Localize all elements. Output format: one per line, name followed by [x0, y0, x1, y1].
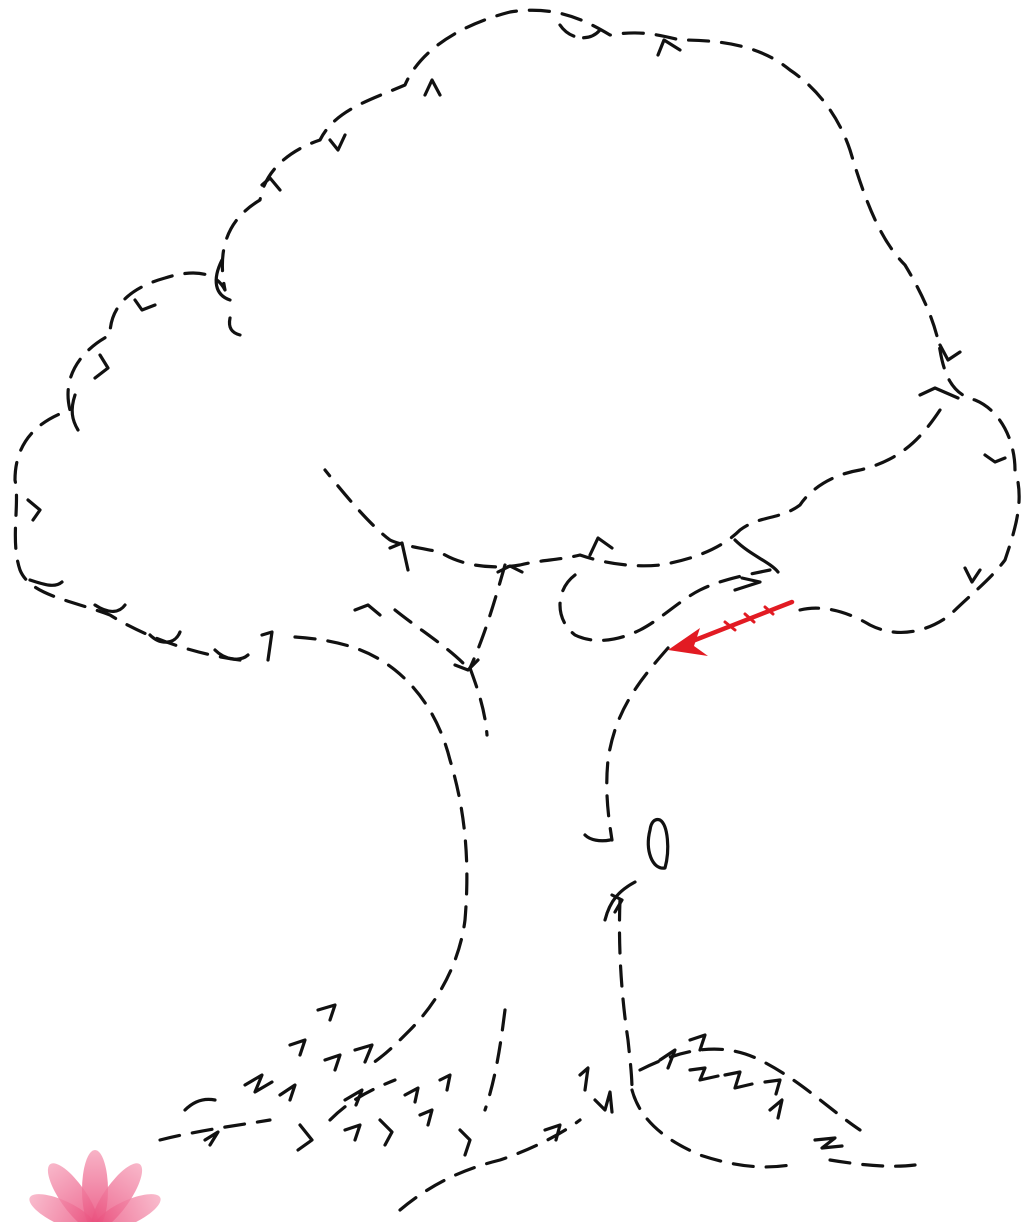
- canopy-scallop: [733, 538, 780, 574]
- branch-fork: [468, 666, 489, 737]
- grass-tuft: [458, 1128, 472, 1157]
- canopy-scallop: [70, 393, 80, 432]
- flower-petal: [29, 1194, 96, 1222]
- grass-tuft: [418, 1073, 452, 1127]
- canopy-outline: [13, 8, 1021, 662]
- canopy-scallop: [656, 38, 682, 57]
- arrow-head: [668, 628, 708, 656]
- branch-fork: [453, 658, 480, 672]
- canopy-scallop: [388, 541, 410, 572]
- branch-fork: [468, 563, 507, 670]
- trunk-right-edge: [605, 646, 670, 842]
- grass-tuft: [763, 1078, 784, 1120]
- branch-fork: [393, 608, 467, 667]
- grass-tuft: [723, 1070, 754, 1090]
- canopy-scallop: [733, 576, 762, 592]
- grass-tuft: [316, 1003, 342, 1072]
- arrow-shaft: [687, 599, 795, 645]
- grass-tuft: [278, 1038, 307, 1102]
- flower-icon: [29, 1150, 161, 1222]
- root-line: [158, 1118, 272, 1142]
- tree-canopy: [13, 8, 1021, 662]
- canopy-scallop: [260, 630, 274, 662]
- canopy-scallop: [214, 258, 232, 302]
- canopy-inner-lobe: [558, 568, 772, 642]
- canopy-scallop: [227, 316, 242, 337]
- bark-mark: [583, 833, 612, 843]
- canopy-scallop: [423, 78, 442, 97]
- arrow-tick: [723, 605, 775, 632]
- canopy-scallop: [938, 343, 962, 362]
- root-line: [398, 1118, 582, 1212]
- grass-tuft: [296, 1123, 362, 1152]
- canopy-scallop: [213, 648, 250, 661]
- root-line: [328, 1078, 397, 1122]
- grass-tuft: [543, 1066, 590, 1142]
- grass-tuft: [658, 1033, 707, 1070]
- canopy-scallop: [963, 566, 982, 584]
- canopy-scallop: [93, 353, 110, 380]
- trunk-left-edge: [293, 635, 469, 1067]
- canopy-scallop: [93, 603, 127, 613]
- branch-fork: [496, 564, 524, 574]
- canopy-underside: [323, 408, 942, 569]
- canopy-scallop: [26, 498, 42, 522]
- canopy-scallop: [918, 386, 960, 400]
- trunk-inner-line: [483, 1008, 507, 1112]
- red-arrow-icon: [668, 599, 795, 656]
- canopy-scallop: [558, 23, 602, 40]
- root-line: [638, 1047, 862, 1132]
- root-line: [828, 1158, 917, 1168]
- canopy-scallop: [328, 133, 347, 152]
- grass-tuft: [343, 1043, 374, 1107]
- grass-tuft: [593, 1090, 614, 1114]
- grass-tuft: [688, 1066, 720, 1082]
- canopy-scallop: [588, 536, 614, 557]
- bark-knot: [646, 817, 670, 870]
- canopy-scallop: [133, 298, 157, 312]
- tree-roots: [158, 1003, 917, 1212]
- grass-tuft: [243, 1073, 274, 1094]
- canopy-scallop: [353, 603, 382, 617]
- tree-trunk: [293, 563, 670, 1112]
- canopy-scallop: [28, 578, 64, 587]
- grass-tuft: [183, 1097, 220, 1147]
- grass-tuft: [813, 1136, 844, 1150]
- trunk-right-edge: [617, 898, 634, 1092]
- root-line: [630, 1088, 792, 1169]
- canopy-scallop: [260, 176, 282, 192]
- canopy-scallop: [983, 453, 1007, 464]
- bark-mark: [610, 893, 624, 914]
- grass-tuft: [378, 1086, 420, 1147]
- canopy-scallop: [148, 630, 182, 644]
- flower-petal: [94, 1194, 161, 1222]
